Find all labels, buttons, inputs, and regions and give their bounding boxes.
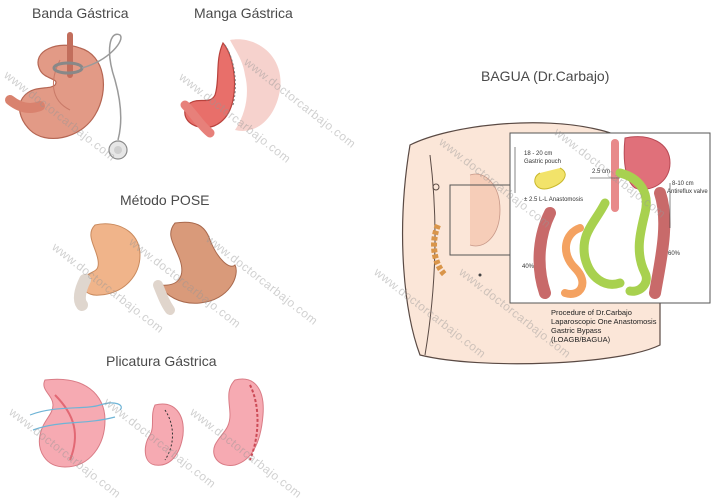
caption-line-2: Laparoscopic One Anastomosis (551, 317, 657, 326)
gastric-band-illustration (5, 32, 128, 160)
bagua-inset-diagram: 18 - 20 cm Gastric pouch 2.5 cm ± 2.5 L-… (509, 132, 711, 304)
bagua-caption: Procedure of Dr.Carbajo Laparoscopic One… (551, 308, 656, 344)
caption-line-4: (LOAGB/BAGUA) (551, 335, 611, 344)
inset-pouch-length: 18 - 20 cm (524, 151, 552, 157)
inset-anastomosis: ± 2.5 L-L Anastomosis (524, 197, 583, 203)
inset-percent-left: 40% (522, 264, 535, 270)
caption-line-3: Gastric Bypass (551, 326, 602, 335)
inset-valve-length: 8-10 cm (672, 181, 694, 187)
inset-valve-label: Antireflux valve (667, 189, 708, 195)
label-metodo-pose: Método POSE (120, 192, 210, 208)
caption-line-1: Procedure of Dr.Carbajo (551, 308, 632, 317)
label-banda-gastrica: Banda Gástrica (32, 5, 129, 21)
pose-method-illustration (73, 221, 237, 315)
inset-percent-right: 60% (668, 251, 681, 257)
label-manga-gastrica: Manga Gástrica (194, 5, 293, 21)
inset-width: 2.5 cm (592, 169, 610, 175)
label-plicatura-gastrica: Plicatura Gástrica (106, 353, 217, 369)
gastric-plication-illustration (29, 378, 264, 468)
gastric-sleeve-illustration (180, 39, 281, 138)
inset-pouch-label: Gastric pouch (524, 159, 561, 165)
label-bagua: BAGUA (Dr.Carbajo) (481, 68, 610, 84)
